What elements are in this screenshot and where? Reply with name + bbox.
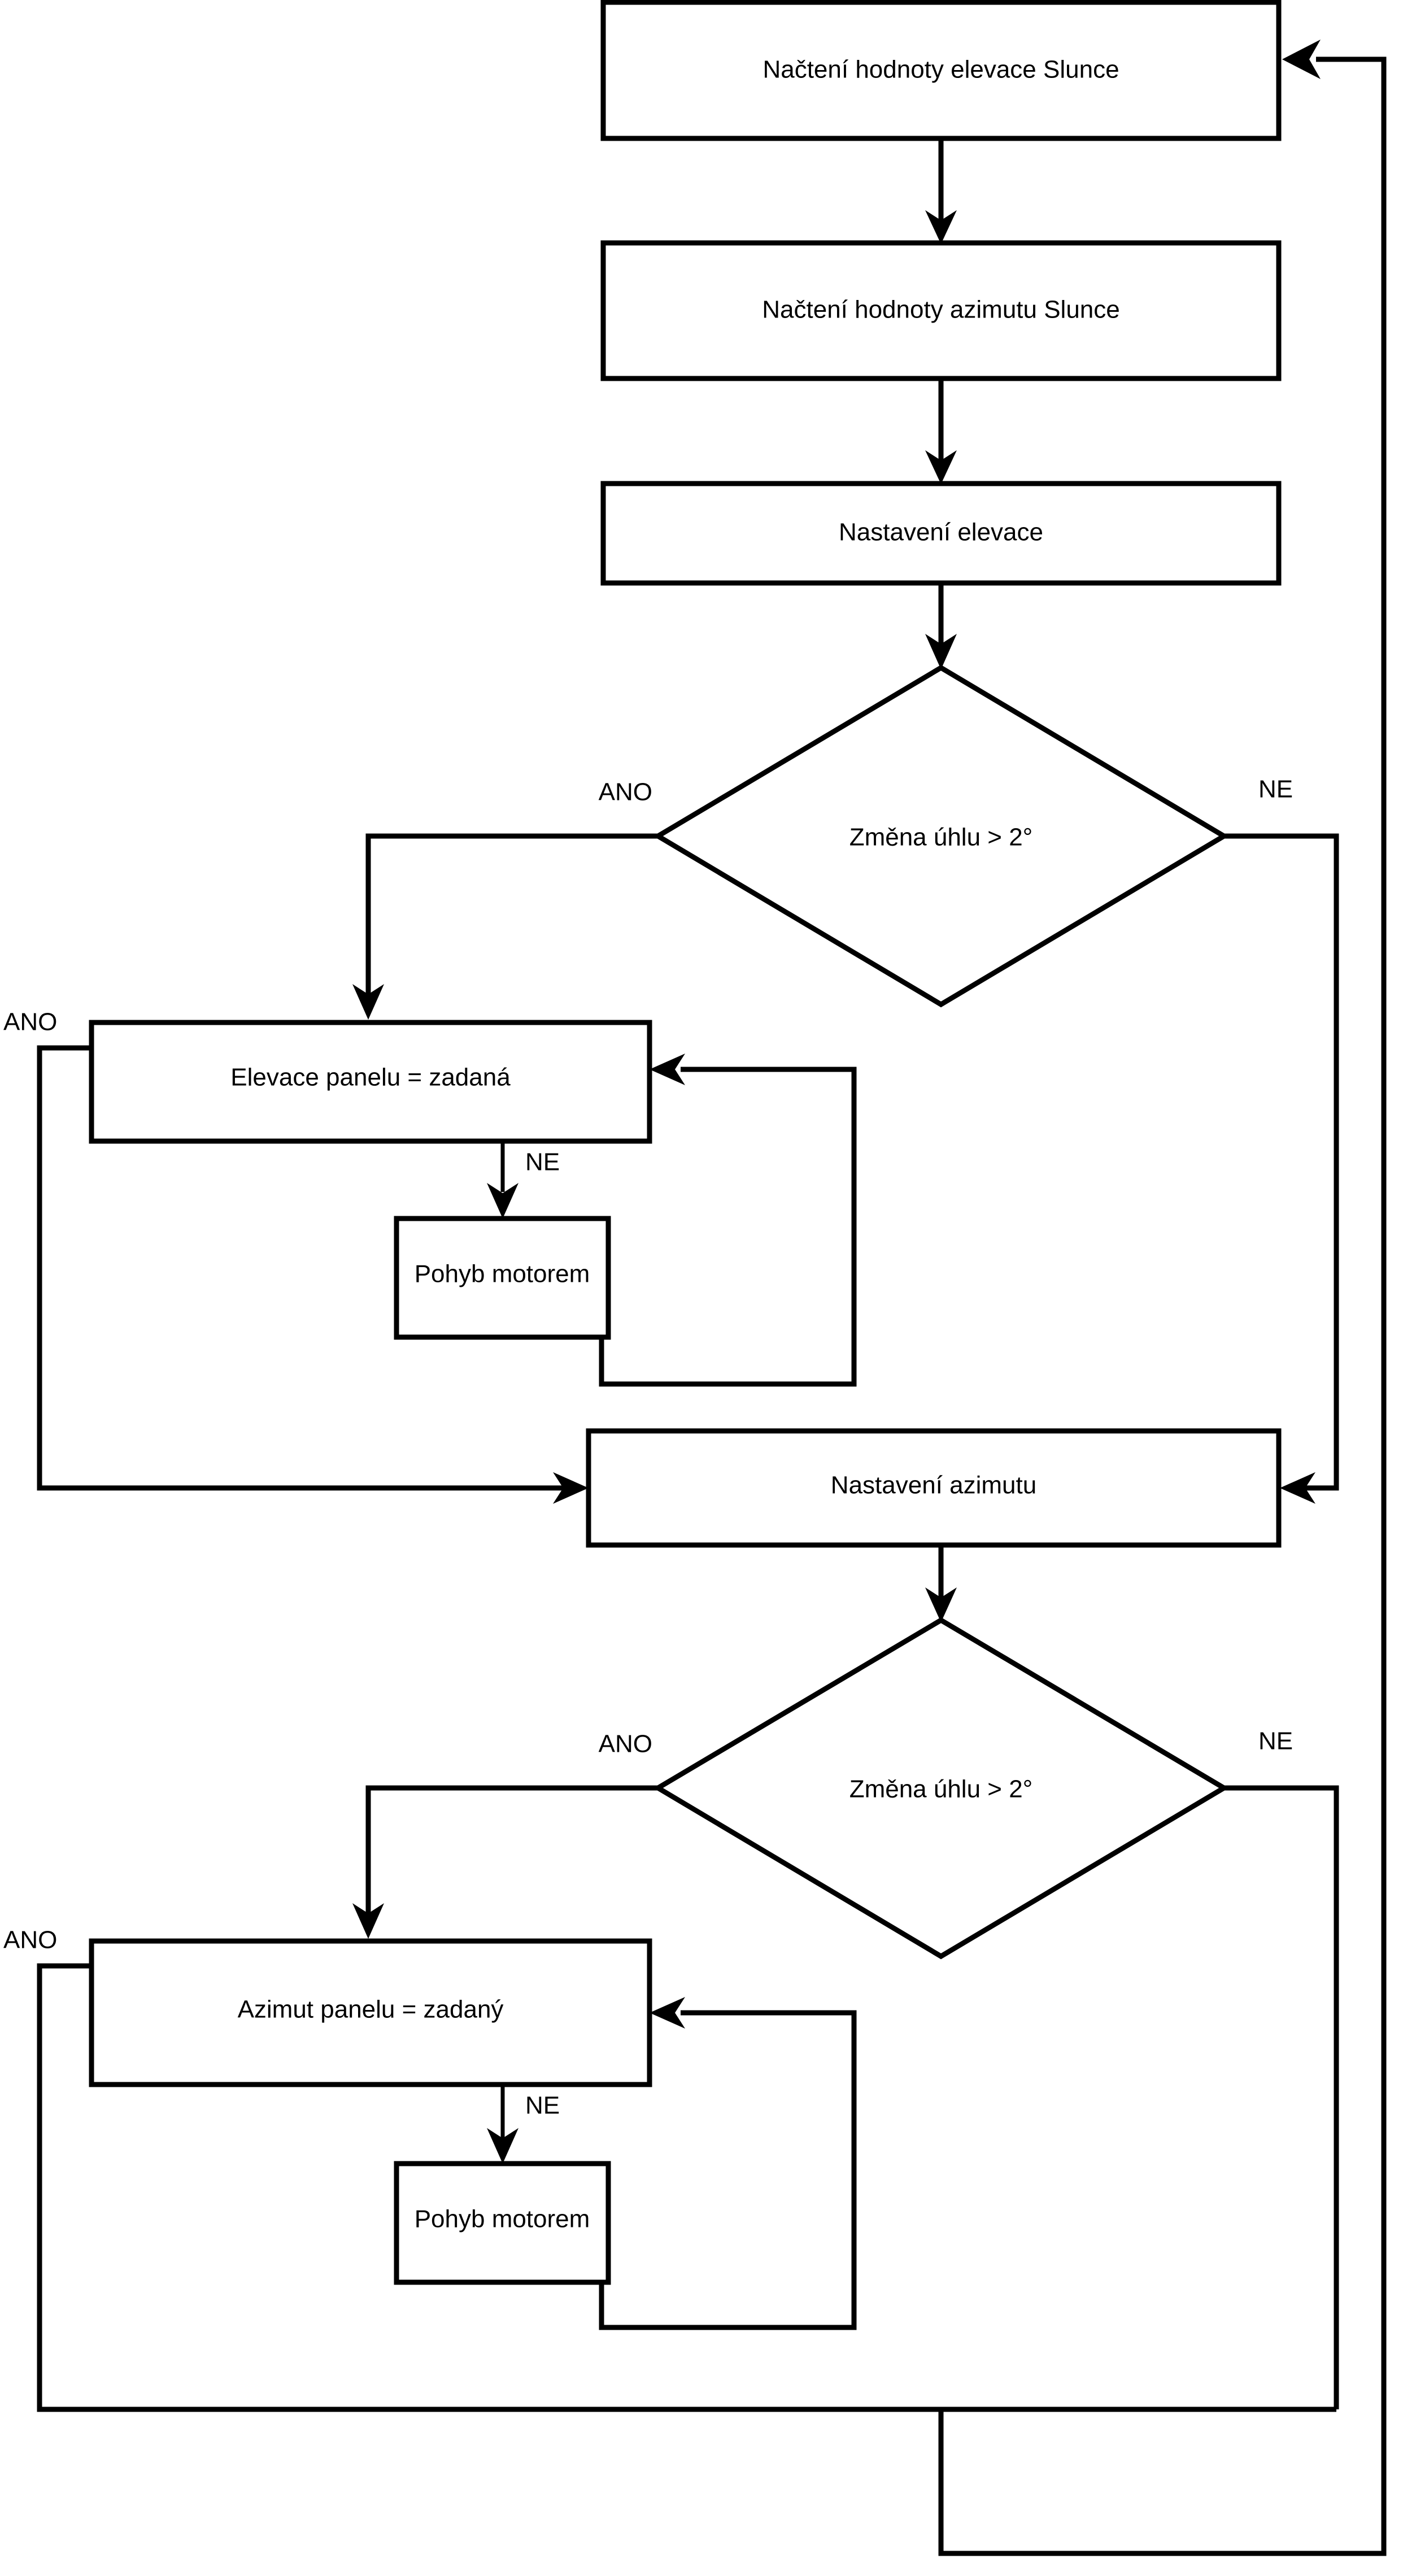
edge-set-azimuth-to-decision-azimuth (925, 1545, 957, 1622)
node-set-azimuth-label: Nastavení azimutu (831, 1472, 1036, 1499)
node-set-azimuth-shape[interactable] (586, 1428, 1282, 1548)
edge-label-decision-elevation-yes: ANO (599, 778, 652, 806)
edge-motor-azimuth-feedback (599, 1997, 857, 2330)
edge-set-elevation-to-decision-elevation (925, 583, 957, 669)
node-decision-azimuth-shape[interactable] (653, 1617, 1229, 1960)
node-decision-elevation-shape[interactable] (653, 664, 1229, 1008)
edge-panel-azimuth-no (487, 2085, 518, 2164)
node-decision-elevation-label: Změna úhlu > 2° (849, 824, 1033, 851)
edge-label-panel-elevation-yes: ANO (3, 1008, 57, 1036)
node-read-elevation[interactable]: Načtení hodnoty elevace Slunce (600, 0, 1282, 141)
node-motor-move-azimuth[interactable]: Pohyb motorem (394, 2161, 611, 2285)
node-panel-azimuth-equals[interactable]: Azimut panelu = zadaný (89, 1938, 652, 2087)
node-set-azimuth[interactable]: Nastavení azimutu (586, 1428, 1282, 1548)
node-read-azimuth-label: Načtení hodnoty azimutu Slunce (762, 296, 1120, 324)
edge-label-panel-azimuth-no: NE (525, 2092, 560, 2120)
edge-decision-elevation-yes (352, 833, 658, 1020)
node-read-azimuth-shape[interactable] (600, 240, 1282, 381)
edge-motor-elevation-feedback (599, 1054, 857, 1387)
node-read-elevation-shape[interactable] (600, 0, 1282, 141)
node-decision-azimuth[interactable]: Změna úhlu > 2° (653, 1617, 1229, 1960)
node-motor-move-azimuth-shape[interactable] (394, 2161, 611, 2285)
node-read-azimuth[interactable]: Načtení hodnoty azimutu Slunce (600, 240, 1282, 381)
edge-panel-elevation-yes (37, 1045, 589, 1504)
edge-panel-elevation-no (487, 1141, 518, 1219)
node-panel-azimuth-equals-shape[interactable] (89, 1938, 652, 2087)
node-set-elevation-shape[interactable] (600, 481, 1282, 586)
node-decision-elevation[interactable]: Změna úhlu > 2° (653, 664, 1229, 1008)
edge-decision-azimuth-yes (352, 1785, 658, 1939)
node-motor-move-azimuth-label: Pohyb motorem (415, 2205, 590, 2233)
edge-decision-elevation-no (1224, 833, 1339, 1504)
node-panel-elevation-equals-shape[interactable] (89, 1020, 652, 1144)
node-panel-azimuth-equals-label: Azimut panelu = zadaný (238, 1996, 504, 2024)
node-motor-move-elevation-shape[interactable] (394, 1216, 611, 1340)
edge-label-decision-elevation-no: NE (1258, 776, 1293, 803)
node-set-elevation-label: Nastavení elevace (839, 519, 1043, 546)
edge-panel-azimuth-yes (37, 1963, 1336, 2412)
edge-label-decision-azimuth-yes: ANO (599, 1730, 652, 1758)
edge-label-decision-azimuth-no: NE (1258, 1728, 1293, 1755)
node-panel-elevation-equals-label: Elevace panelu = zadaná (230, 1064, 511, 1091)
edge-label-panel-azimuth-yes: ANO (3, 1926, 57, 1954)
node-set-elevation[interactable]: Nastavení elevace (600, 481, 1282, 586)
edge-read-azimuth-to-set-elevation (925, 378, 957, 484)
node-panel-elevation-equals[interactable]: Elevace panelu = zadaná (89, 1020, 652, 1144)
node-motor-move-elevation-label: Pohyb motorem (415, 1260, 590, 1288)
edge-label-panel-elevation-no: NE (525, 1148, 560, 1176)
edge-read-elevation-to-read-azimuth (925, 138, 957, 244)
node-motor-move-elevation[interactable]: Pohyb motorem (394, 1216, 611, 1340)
node-decision-azimuth-label: Změna úhlu > 2° (849, 1776, 1033, 1803)
edge-return-to-read-elevation (938, 40, 1387, 2556)
node-read-elevation-label: Načtení hodnoty elevace Slunce (762, 56, 1119, 84)
edge-decision-azimuth-no (1224, 1785, 1339, 2409)
